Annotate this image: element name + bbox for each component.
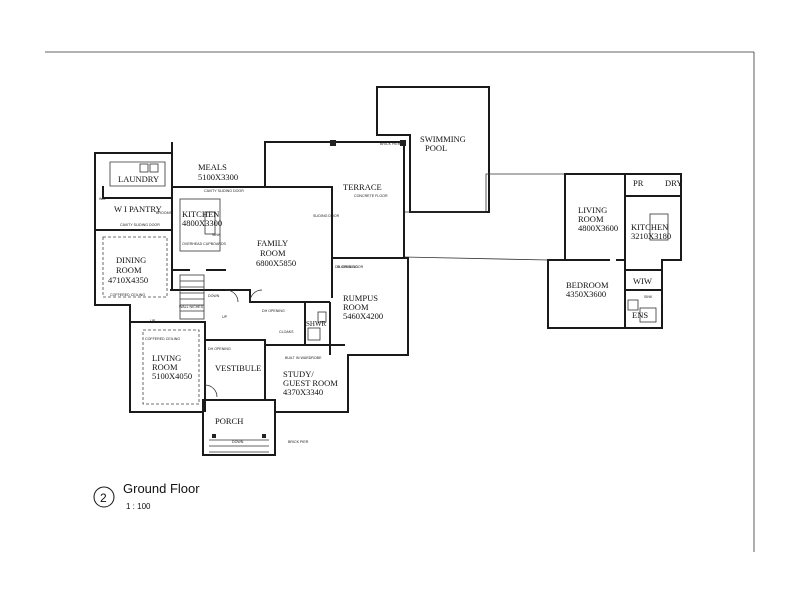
label-kitchen: KITCHEN	[182, 209, 219, 219]
note-overhead-cupboards: OVERHEAD CUPBOARDS	[182, 242, 227, 246]
kitchen-bench	[179, 198, 221, 252]
note-sink: SINK	[212, 233, 221, 237]
note-cloaks: CLOAKS	[279, 330, 294, 334]
label-granny-living-dim: 4800X3600	[578, 223, 618, 233]
note-down: DOWN	[208, 294, 220, 298]
label-wi-pantry: W I PANTRY	[114, 204, 162, 214]
label-kitchen-dim: 4800X3300	[182, 218, 222, 228]
label-meals-dim: 5100X3300	[198, 172, 238, 182]
note-cavity-slide-door-2: CAVITY SLIDING DOOR	[120, 223, 160, 227]
view-number: 2	[100, 491, 107, 505]
toilet-fixture	[317, 311, 327, 323]
porch-steps	[209, 439, 269, 453]
note-wm: WM	[99, 197, 105, 201]
shower-fixture	[307, 327, 321, 341]
hall-wall	[170, 289, 330, 303]
label-bedroom-dim: 4350X3600	[566, 289, 606, 299]
kitchen-island	[204, 211, 216, 235]
note-built-in-wardrobe: BUILT IN WARDROBE	[285, 356, 322, 360]
label-pool: SWIMMING	[420, 134, 466, 144]
label-pool-2: POOL	[425, 143, 447, 153]
granny-ensuite-shower	[639, 307, 657, 323]
laundry-sink	[139, 163, 149, 173]
door-swing-1	[225, 289, 239, 303]
label-laundry: LAUNDRY	[118, 174, 159, 184]
note-sink-2: SINK	[644, 295, 653, 299]
note-concrete-floor: CONCRETE FLOOR	[354, 194, 388, 198]
note-dh-opening: DH OPENING	[335, 265, 358, 269]
drawing-title: Ground Floor	[123, 481, 200, 496]
living-east-wall	[130, 321, 206, 412]
connector-line-bottom	[403, 256, 549, 261]
granny-kitchen-bench	[649, 213, 669, 241]
label-family: FAMILY	[257, 238, 288, 248]
label-dining-dim: 4710X4350	[108, 275, 148, 285]
brick-pier-1	[330, 140, 336, 146]
label-rumpus-dim: 5460X4200	[343, 311, 383, 321]
label-family-2: ROOM	[260, 248, 286, 258]
door-swing-3	[204, 384, 218, 398]
dining-coffered-ceiling	[102, 236, 168, 298]
note-down-2: DOWN	[232, 440, 244, 444]
porch-pillar-left	[212, 434, 216, 438]
note-cavity-slide-door: CAVITY SLIDING DOOR	[204, 189, 244, 193]
note-brick-pier-2: BRICK PIER	[288, 440, 309, 444]
label-ens: ENS	[632, 310, 648, 320]
label-dry: DRY	[665, 178, 682, 188]
note-wall-niches: WALL NICHES	[179, 305, 204, 309]
label-granny-living: LIVING	[578, 205, 607, 215]
note-coffered-ceiling-2: COFFERED CEILING	[145, 337, 180, 341]
label-shwr: SHWR	[306, 320, 327, 328]
label-porch: PORCH	[215, 416, 243, 426]
view-number-circle	[93, 486, 115, 508]
note-dh-opening-2: DH OPENING	[262, 309, 285, 313]
note-sliding-door-2: SLIDING DOOR	[337, 265, 364, 269]
pantry-wall	[102, 186, 172, 199]
label-terrace: TERRACE	[343, 182, 382, 192]
label-dining: DINING	[116, 255, 146, 265]
label-study-dim: 4370X3340	[283, 387, 323, 397]
label-study: STUDY/	[283, 369, 314, 379]
label-granny-living-2: ROOM	[578, 214, 604, 224]
brick-pier-2	[400, 140, 406, 146]
laundry-tub	[149, 163, 159, 173]
label-rumpus-2: ROOM	[343, 302, 369, 312]
note-up: UP	[150, 319, 156, 323]
label-family-dim: 6800X5850	[256, 258, 296, 268]
connector-line-top	[404, 173, 565, 213]
label-living-dim: 5100X4050	[152, 371, 192, 381]
label-bedroom: BEDROOM	[566, 280, 609, 290]
vestibule-wall	[205, 339, 266, 400]
note-dh-opening-3: DH OPENING	[208, 347, 231, 351]
note-brooms: BROOMS	[156, 211, 173, 215]
label-pr: PR	[633, 178, 644, 188]
family-east-wall	[265, 186, 333, 298]
drawing-scale: 1 : 100	[126, 502, 151, 511]
label-granny-kitchen: KITCHEN	[631, 222, 668, 232]
label-living: LIVING	[152, 353, 181, 363]
door-swing-2	[249, 289, 263, 303]
label-study-2: GUEST ROOM	[283, 378, 338, 388]
porch-walls	[202, 412, 276, 456]
note-sliding-door: SLIDING DOOR	[313, 214, 340, 218]
label-rumpus: RUMPUS	[343, 293, 378, 303]
label-meals: MEALS	[198, 162, 227, 172]
laundry-bench	[109, 161, 166, 187]
granny-flat-outer-walls	[547, 173, 682, 329]
granny-ensuite-toilet	[627, 299, 639, 311]
note-up-2: UP	[222, 315, 228, 319]
stairs	[179, 274, 205, 320]
label-vestibule: VESTIBULE	[215, 363, 261, 373]
label-living-2: ROOM	[152, 362, 178, 372]
note-brick-pier: BRICK PIER	[380, 142, 401, 146]
label-granny-kitchen-dim: 3210X3180	[631, 231, 671, 241]
label-dining-2: ROOM	[116, 265, 142, 275]
living-coffered-ceiling	[142, 329, 200, 405]
label-wiw: WIW	[633, 276, 652, 286]
porch-pillar-right	[262, 434, 266, 438]
note-coffered-ceiling: COFFERED CEILING	[110, 293, 145, 297]
